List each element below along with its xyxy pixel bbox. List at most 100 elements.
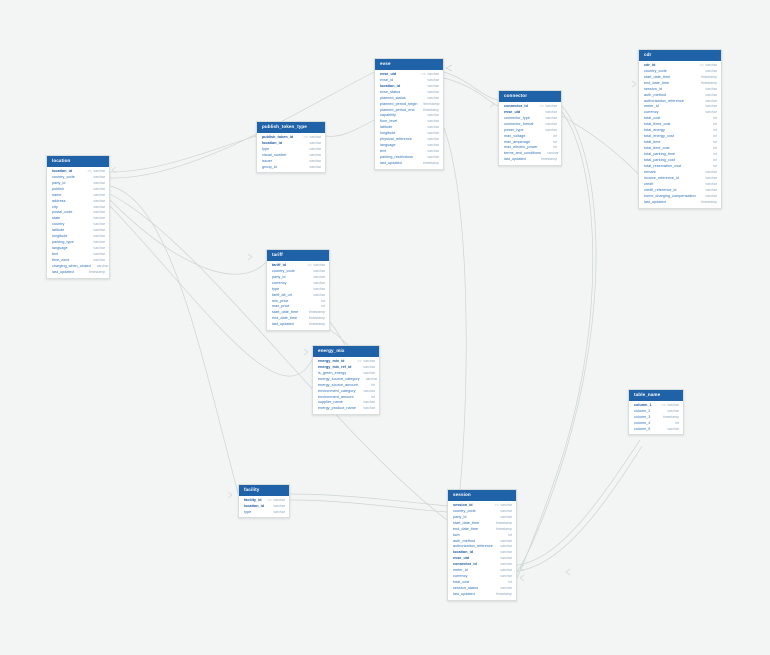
column-type-text: varchar: [309, 140, 321, 145]
column-type-text: varchar: [93, 180, 105, 185]
column-type-text: varchar: [365, 376, 378, 381]
column-name: start_date_time: [272, 310, 299, 315]
column-type-text: varchar: [309, 164, 321, 169]
column-name: planned_status: [380, 95, 406, 100]
column-type: varchar: [699, 104, 717, 108]
column-type-text: varchar: [500, 556, 512, 561]
column-type: int: [365, 383, 375, 387]
column-name: evse_id: [380, 77, 394, 82]
column-name: party_id: [272, 274, 286, 279]
column-type: varchar: [303, 159, 321, 163]
column-name: last_updated: [52, 270, 74, 275]
column-type-text: varchar: [93, 240, 105, 245]
column-type: varchar: [699, 87, 717, 91]
column-name: location_id: [244, 503, 265, 508]
column-type-text: varchar: [363, 358, 375, 363]
column-name: tariff_id: [272, 262, 286, 267]
column-type: int: [502, 533, 512, 537]
column-type-text: varchar: [427, 77, 439, 82]
column-name: location_id: [380, 83, 401, 88]
entity-title-energy_mix: energy_mix: [313, 346, 379, 357]
column-type: timestamp: [417, 161, 439, 165]
column-type-text: varchar: [273, 497, 285, 502]
column-name: total_parking_cost: [644, 158, 675, 163]
column-type: varchar: [87, 216, 105, 220]
column-name: end_date_time: [272, 316, 298, 321]
column-type: varchar: [421, 149, 439, 153]
column-name: currency: [272, 280, 287, 285]
column-type-text: int: [508, 580, 512, 585]
column-type-text: varchar: [705, 68, 717, 73]
column-type-text: varchar: [545, 103, 557, 108]
column-type: varchar: [421, 131, 439, 135]
column-type: varchar: [494, 574, 512, 578]
column-type-text: varchar: [309, 158, 321, 163]
column-type-text: varchar: [93, 168, 105, 173]
column-type-text: varchar: [313, 262, 325, 267]
column-type: varchar: [699, 182, 717, 186]
column-type-text: int: [321, 304, 325, 309]
column-type-text: varchar: [427, 119, 439, 124]
column-name: last_updated: [453, 592, 475, 597]
primary-key-badge: PK: [421, 71, 426, 76]
column-type-text: varchar: [427, 137, 439, 142]
column-name: end_date_time: [644, 80, 670, 85]
primary-key-badge: PK: [539, 103, 544, 108]
column-type: varchar: [421, 113, 439, 117]
column-type-text: varchar: [705, 170, 717, 175]
column-type: timestamp: [303, 316, 325, 320]
column-type: varchar: [87, 240, 105, 244]
column-type-text: varchar: [313, 268, 325, 273]
column-type-text: timestamp: [308, 316, 325, 321]
column-type: varchar: [421, 143, 439, 147]
column-type: varchar: [87, 222, 105, 226]
entity-title-table_name: table_name: [629, 390, 683, 401]
column-type-text: varchar: [545, 121, 557, 126]
column-name: total_energy_cost: [644, 134, 674, 139]
column-type: varchar: [87, 258, 105, 262]
column-name: planned_period_end: [380, 107, 415, 112]
column-type-text: int: [713, 128, 717, 133]
column-type-text: varchar: [309, 152, 321, 157]
column-type: int: [707, 116, 717, 120]
column-type: varchar: [699, 188, 717, 192]
column-type-text: int: [713, 158, 717, 163]
column-type: varchar: [87, 181, 105, 185]
column-type: varchar: [87, 252, 105, 256]
column-type-text: varchar: [93, 198, 105, 203]
column-type: varchar: [87, 228, 105, 232]
column-name: authorization_reference: [644, 98, 684, 103]
column-type: varchar: [421, 137, 439, 141]
column-type-text: varchar: [667, 402, 679, 407]
